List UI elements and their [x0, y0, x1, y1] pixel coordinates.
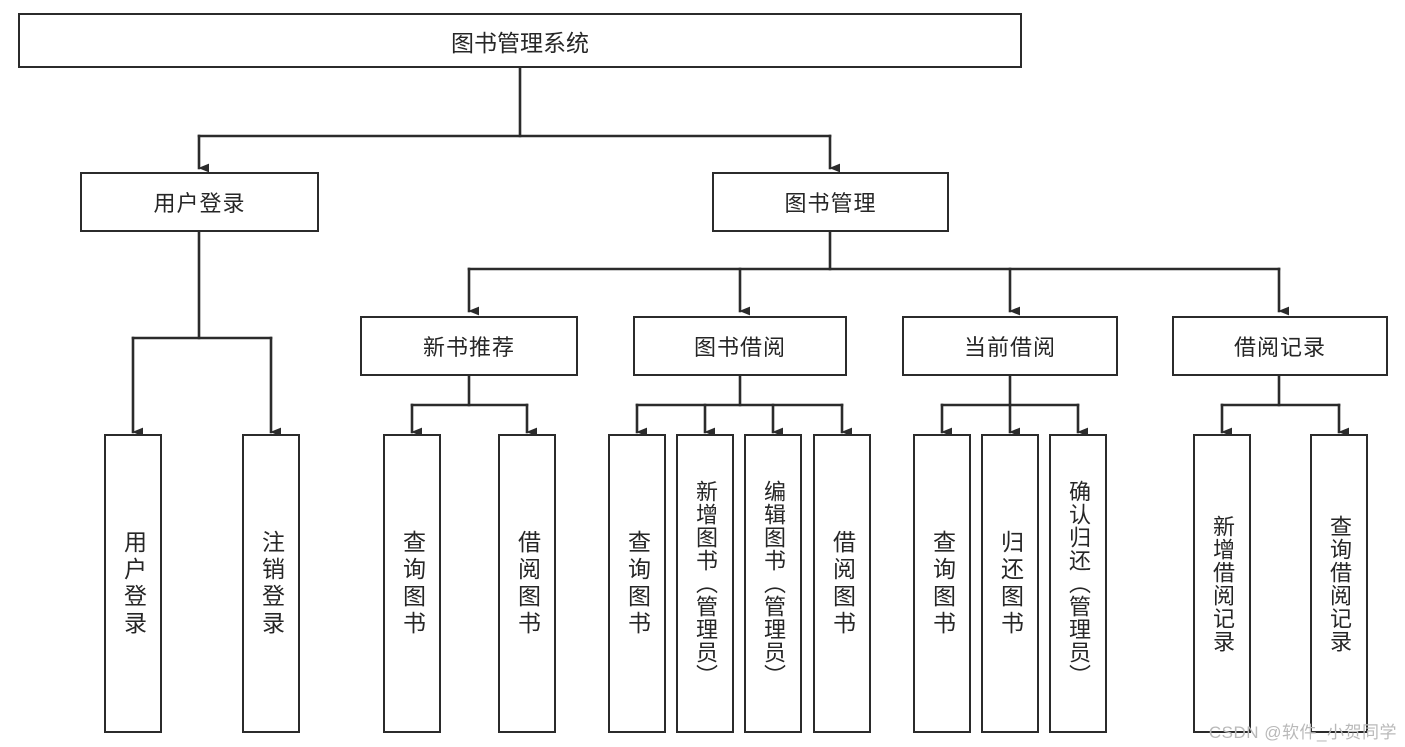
node-label: 查询图书 — [399, 529, 426, 638]
watermark-text: CSDN @软件_小贺同学 — [1208, 723, 1397, 742]
node-label: 查询图书 — [624, 529, 651, 638]
leaf-logout[interactable]: 注销登录 — [242, 434, 300, 733]
node-root-system[interactable]: 图书管理系统 — [18, 13, 1022, 68]
leaf-edit-book-admin[interactable]: 编辑图书（管理员） — [744, 434, 802, 733]
leaf-borrow-book[interactable]: 借阅图书 — [813, 434, 871, 733]
node-label: 借阅图书 — [829, 529, 856, 638]
node-book-management[interactable]: 图书管理 — [712, 172, 949, 232]
node-label: 借阅图书 — [514, 529, 541, 638]
leaf-query-book-recommend[interactable]: 查询图书 — [383, 434, 441, 733]
node-borrow-record[interactable]: 借阅记录 — [1172, 316, 1388, 376]
node-label: 当前借阅 — [963, 335, 1056, 360]
leaf-add-borrow-record[interactable]: 新增借阅记录 — [1193, 434, 1251, 733]
node-label: 新书推荐 — [422, 335, 515, 360]
leaf-return-book[interactable]: 归还图书 — [981, 434, 1039, 733]
node-label: 图书管理 — [784, 191, 877, 216]
leaf-query-book-borrow[interactable]: 查询图书 — [608, 434, 666, 733]
leaf-borrow-book-recommend[interactable]: 借阅图书 — [498, 434, 556, 733]
node-label: 归还图书 — [997, 529, 1024, 638]
node-label: 借阅记录 — [1233, 335, 1326, 360]
leaf-user-login[interactable]: 用户登录 — [104, 434, 162, 733]
leaf-confirm-return-admin[interactable]: 确认归还（管理员） — [1049, 434, 1107, 733]
node-user-login[interactable]: 用户登录 — [80, 172, 319, 232]
node-label: 查询借阅记录 — [1327, 514, 1352, 653]
node-label: 编辑图书（管理员） — [761, 480, 786, 687]
node-current-borrow[interactable]: 当前借阅 — [902, 316, 1118, 376]
leaf-query-book-current[interactable]: 查询图书 — [913, 434, 971, 733]
node-label: 用户登录 — [120, 529, 147, 638]
node-label: 图书借阅 — [693, 335, 786, 360]
node-label: 新增图书（管理员） — [693, 480, 718, 687]
node-book-borrow[interactable]: 图书借阅 — [633, 316, 847, 376]
node-label: 新增借阅记录 — [1210, 514, 1235, 653]
node-label: 用户登录 — [153, 191, 246, 216]
node-label: 注销登录 — [258, 529, 285, 638]
node-label: 确认归还（管理员） — [1066, 480, 1091, 687]
leaf-query-borrow-record[interactable]: 查询借阅记录 — [1310, 434, 1368, 733]
node-label: 查询图书 — [929, 529, 956, 638]
node-label: 图书管理系统 — [451, 29, 589, 56]
node-new-book-recommend[interactable]: 新书推荐 — [360, 316, 578, 376]
leaf-add-book-admin[interactable]: 新增图书（管理员） — [676, 434, 734, 733]
